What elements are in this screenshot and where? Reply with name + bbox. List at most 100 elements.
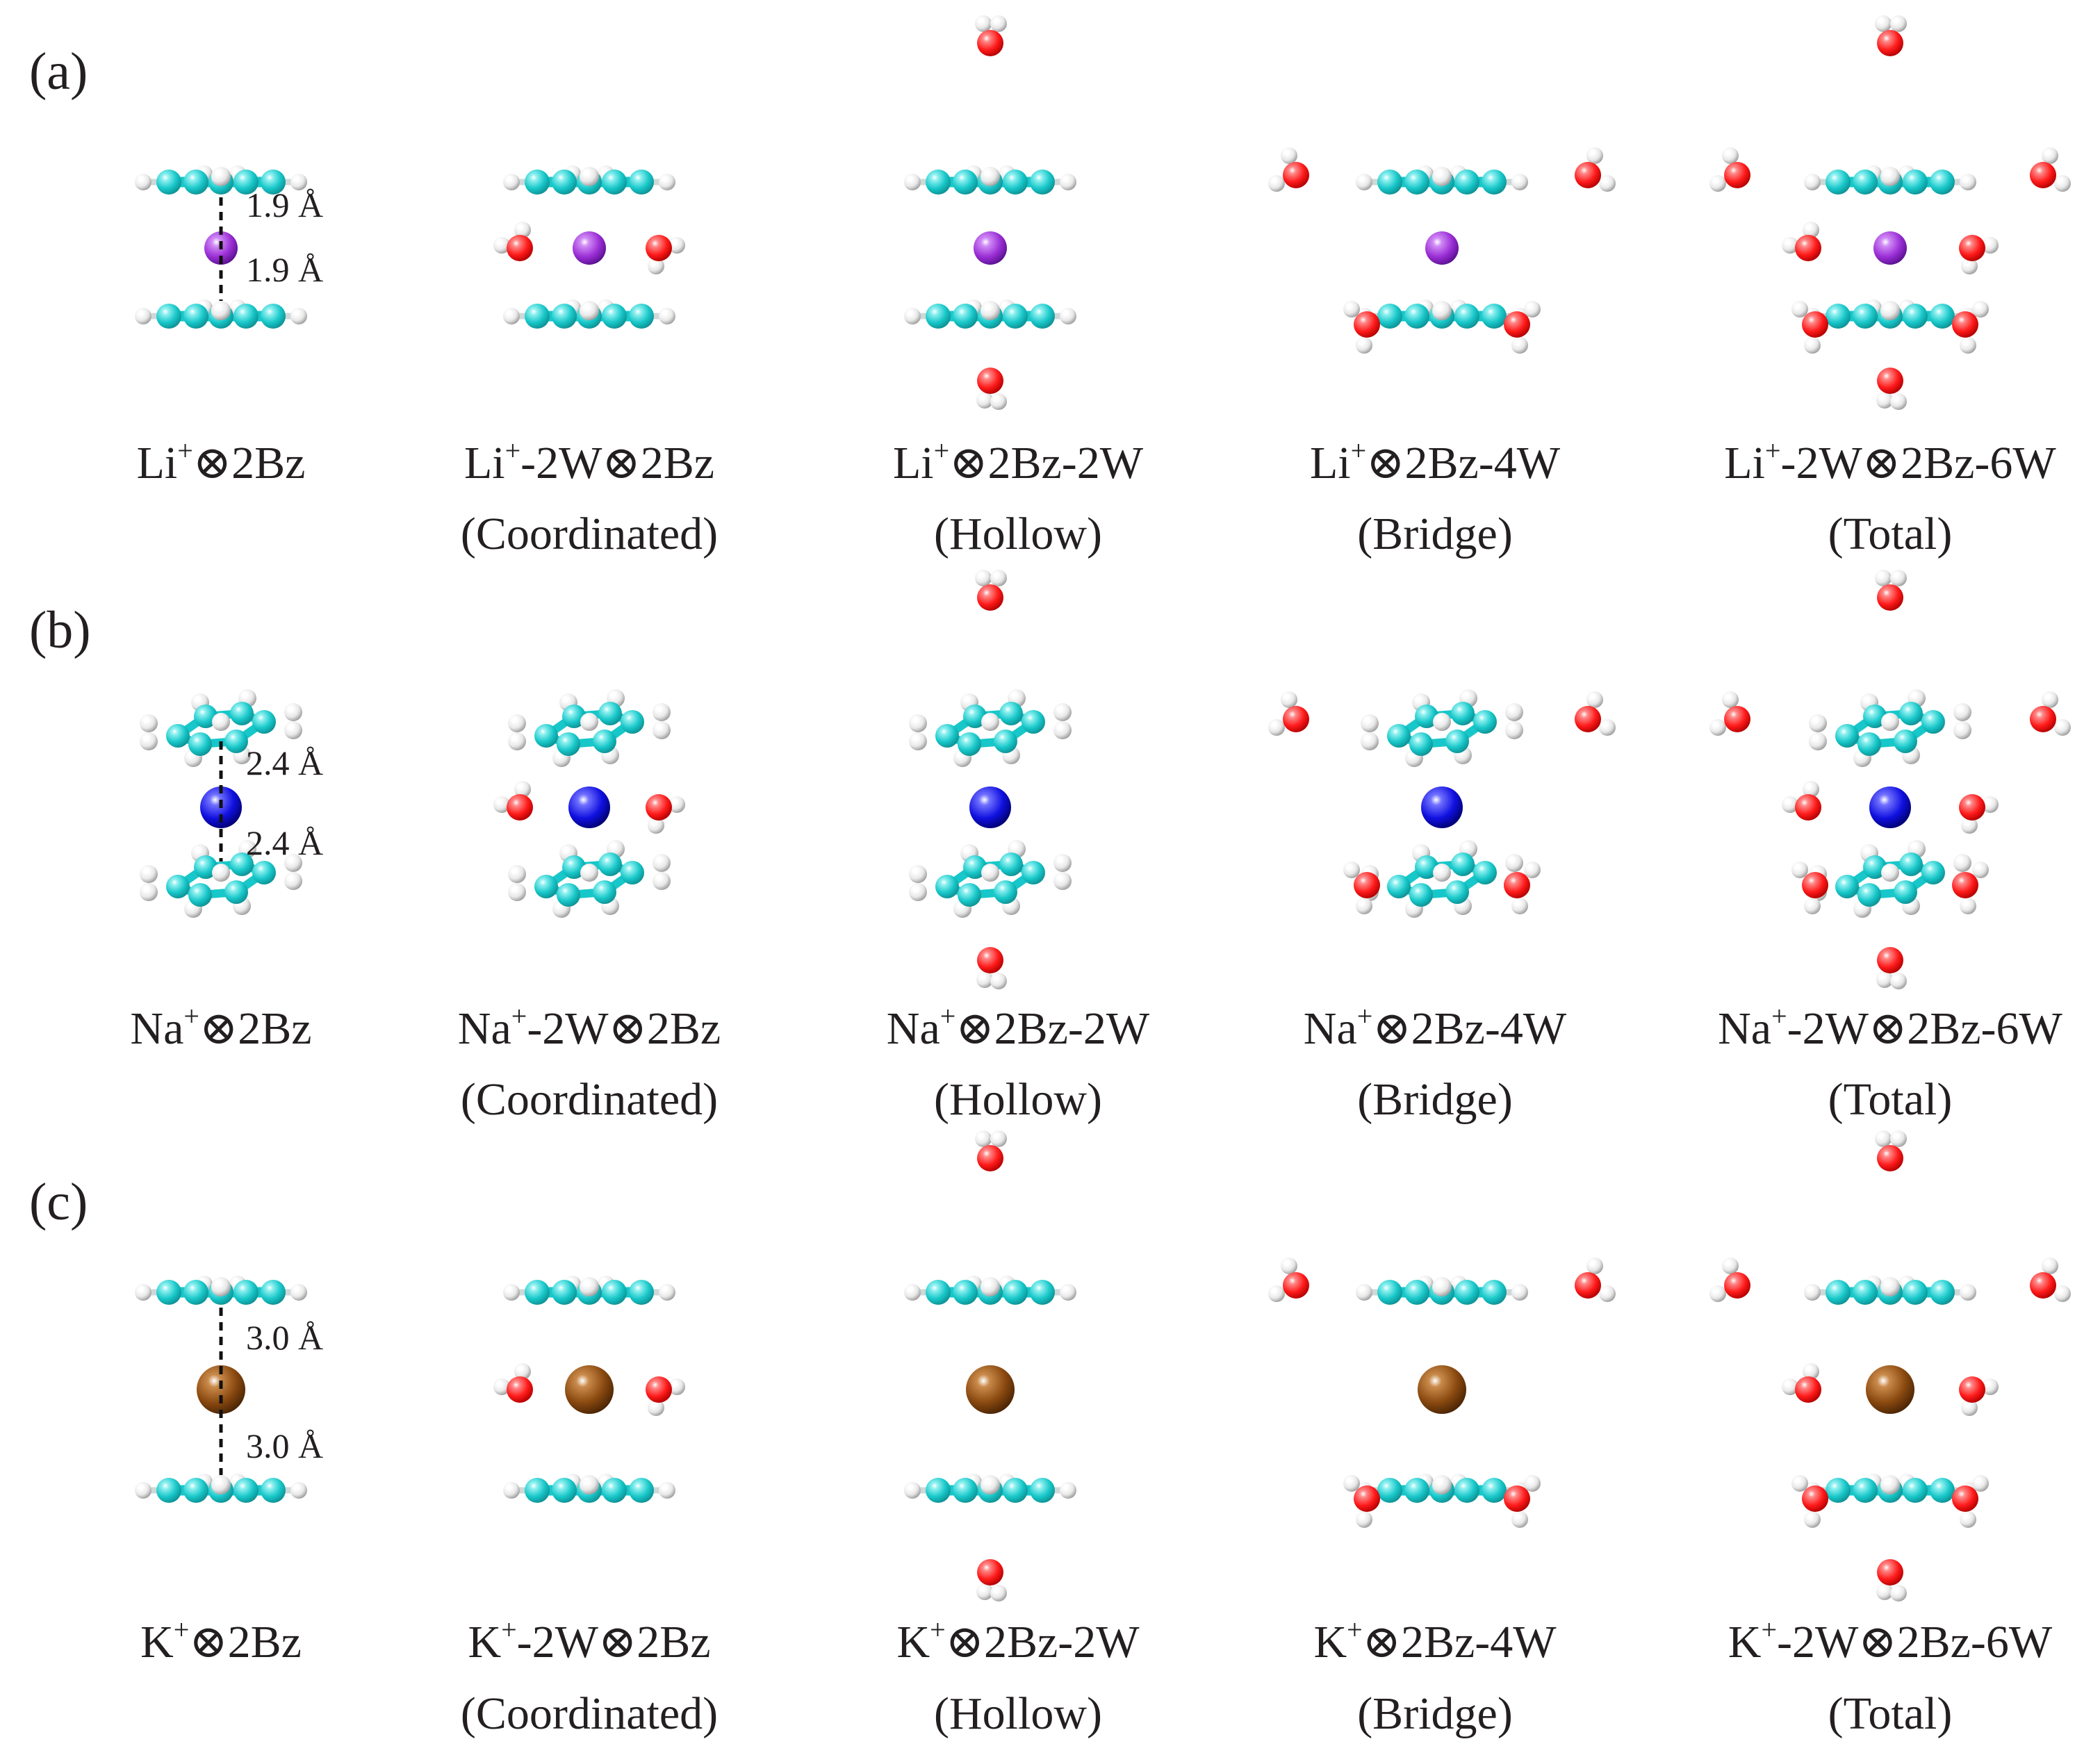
- structure-caption: K+-2W⊗2Bz: [468, 1614, 710, 1667]
- hydrogen-atom: [1953, 854, 1971, 872]
- hydrogen-atom: [580, 1475, 599, 1494]
- carbon-atom: [1482, 304, 1507, 329]
- carbon-atom: [562, 855, 586, 879]
- distance-label: 3.0 Å: [246, 1426, 323, 1465]
- hydrogen-atom: [648, 817, 664, 834]
- hydrogen-atom: [1961, 817, 1978, 834]
- oxygen-atom: [1952, 872, 1978, 898]
- hydrogen-atom: [990, 570, 1007, 586]
- oxygen-atom: [1724, 162, 1750, 188]
- water-molecule: [1875, 15, 1907, 56]
- carbon-atom: [602, 170, 627, 195]
- carbon-atom: [261, 1478, 286, 1503]
- hydrogen-atom: [135, 1284, 151, 1301]
- hydrogen-atom: [1722, 147, 1739, 164]
- water-molecule: [1952, 1475, 1989, 1528]
- hydrogen-atom: [1361, 714, 1379, 732]
- oxygen-atom: [1877, 1145, 1903, 1171]
- carbon-atom: [598, 853, 622, 876]
- carbon-atom: [1454, 170, 1479, 195]
- water-molecule: [1268, 1258, 1309, 1302]
- carbon-atom: [1921, 861, 1945, 884]
- hydrogen-atom: [1791, 301, 1808, 318]
- water-molecule: [1959, 1376, 1999, 1416]
- benzene-molecule: [1361, 840, 1523, 918]
- hydrogen-atom: [1511, 898, 1528, 914]
- carbon-atom: [224, 880, 248, 904]
- distance-label: 2.4 Å: [246, 823, 323, 862]
- hydrogen-atom: [909, 865, 927, 883]
- benzene-molecule: [1356, 299, 1528, 329]
- benzene-molecule: [503, 1276, 675, 1305]
- hydrogen-atom: [990, 15, 1007, 32]
- benzene-molecule: [140, 689, 302, 767]
- water-molecule: [1709, 147, 1750, 192]
- carbon-atom: [261, 1280, 286, 1305]
- carbon-atom: [557, 883, 580, 907]
- carbon-atom: [1409, 732, 1433, 756]
- water-molecule: [1791, 862, 1828, 914]
- carbon-atom: [183, 304, 208, 329]
- carbon-atom: [1473, 861, 1497, 884]
- hydrogen-atom: [493, 796, 510, 813]
- structure-caption: K+-2W⊗2Bz-6W: [1728, 1614, 2053, 1667]
- oxygen-atom: [1802, 311, 1828, 338]
- benzene-molecule: [508, 840, 671, 918]
- hydrogen-atom: [1361, 732, 1379, 750]
- hydrogen-atom: [1953, 703, 1971, 721]
- carbon-atom: [552, 170, 577, 195]
- benzene-molecule: [503, 1474, 675, 1503]
- carbon-atom: [593, 730, 616, 753]
- hydrogen-atom: [1268, 1285, 1285, 1302]
- structure-caption: Na+⊗2Bz-2W: [887, 1000, 1150, 1054]
- carbon-atom: [188, 732, 212, 756]
- carbon-atom: [953, 1478, 978, 1503]
- carbon-atom: [1930, 170, 1955, 195]
- metal-ion-sphere: [565, 1365, 614, 1414]
- carbon-atom: [525, 1478, 550, 1503]
- metal-ion: [573, 231, 606, 265]
- carbon-atom: [156, 1478, 181, 1503]
- hydrogen-atom: [211, 167, 231, 186]
- hydrogen-atom: [284, 703, 302, 721]
- hydrogen-atom: [211, 1277, 231, 1296]
- water-molecule: [2030, 1258, 2071, 1302]
- hydrogen-atom: [1782, 1378, 1798, 1395]
- metal-ion: [969, 786, 1011, 828]
- structure-site-caption: (Coordinated): [461, 1688, 718, 1739]
- hydrogen-atom: [1433, 713, 1451, 731]
- oxygen-atom: [977, 368, 1003, 394]
- structure-caption: Li+⊗2Bz-2W: [893, 435, 1144, 488]
- carbon-atom: [1377, 1280, 1402, 1305]
- carbon-atom: [1899, 853, 1923, 876]
- hydrogen-atom: [290, 308, 307, 324]
- hydrogen-atom: [976, 392, 993, 409]
- benzene-molecule: [1809, 689, 1971, 767]
- carbon-atom: [1415, 705, 1438, 728]
- carbon-atom: [953, 1280, 978, 1305]
- hydrogen-atom: [1982, 237, 1999, 254]
- carbon-atom: [953, 304, 978, 329]
- hydrogen-atom: [290, 174, 307, 190]
- hydrogen-atom: [284, 854, 302, 872]
- oxygen-atom: [1504, 872, 1530, 898]
- hydrogen-atom: [909, 714, 927, 732]
- carbon-atom: [1903, 1280, 1928, 1305]
- hydrogen-atom: [2042, 691, 2058, 708]
- hydrogen-atom: [1960, 337, 1976, 354]
- metal-ion-sphere: [1418, 1365, 1466, 1414]
- hydrogen-atom: [1709, 1285, 1726, 1302]
- carbon-atom: [166, 875, 190, 898]
- hydrogen-atom: [1782, 796, 1798, 813]
- structure-caption: Li+⊗2Bz-4W: [1310, 435, 1561, 488]
- hydrogen-atom: [1599, 1285, 1616, 1302]
- oxygen-atom: [1575, 1272, 1601, 1299]
- hydrogen-atom: [1803, 781, 1819, 798]
- metal-ion-sphere: [1866, 1365, 1914, 1414]
- row-label: (c): [29, 1173, 88, 1231]
- carbon-atom: [261, 304, 286, 329]
- carbon-atom: [963, 855, 987, 879]
- oxygen-atom: [1877, 30, 1903, 56]
- structure-caption: K+⊗2Bz: [140, 1614, 302, 1667]
- hydrogen-atom: [1804, 898, 1821, 914]
